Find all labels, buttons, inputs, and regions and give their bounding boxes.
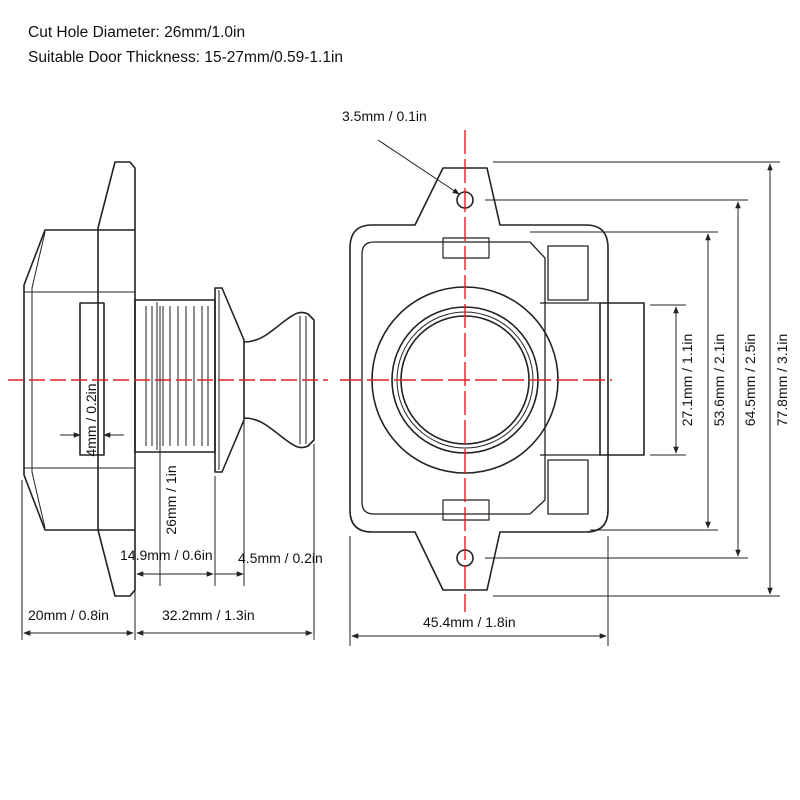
latch-bolt	[599, 302, 645, 456]
side-slot	[79, 302, 105, 456]
screw-hole-dimension: 3.5mm / 0.1in	[342, 108, 427, 124]
dimension-lines	[21, 139, 780, 646]
height-53-dimension: 53.6mm / 2.1in	[711, 334, 727, 427]
side-view	[23, 161, 315, 597]
upper-latch-block	[547, 245, 589, 301]
height-27-dimension: 27.1mm / 1.1in	[679, 334, 695, 427]
cap-depth-dimension: 4.5mm / 0.2in	[238, 550, 323, 566]
cut-hole-spec: Cut Hole Diameter: 26mm/1.0in	[28, 24, 246, 41]
front-view	[349, 167, 645, 591]
body-depth-dimension: 14.9mm / 0.6in	[120, 547, 213, 563]
door-thickness-spec: Suitable Door Thickness: 15-27mm/0.59-1.…	[28, 49, 344, 66]
lower-latch-block	[547, 459, 589, 515]
slot-width-dimension: 4mm / 0.2in	[83, 383, 99, 456]
bottom-tab	[442, 499, 490, 521]
threaded-body	[134, 299, 216, 453]
top-tab	[442, 237, 490, 259]
front-width-dimension: 45.4mm / 1.8in	[423, 614, 516, 630]
flange-depth-dimension: 20mm / 0.8in	[28, 607, 109, 623]
front-plate	[349, 167, 609, 591]
front-inner-frame	[361, 241, 546, 515]
button-diameter-dimension: 26mm / 1in	[163, 465, 179, 534]
height-64-dimension: 64.5mm / 2.5in	[742, 334, 758, 427]
centerlines	[8, 130, 612, 612]
height-77-dimension: 77.8mm / 3.1in	[774, 334, 790, 427]
button-depth-dimension: 32.2mm / 1.3in	[162, 607, 255, 623]
thread-lines	[145, 302, 209, 450]
